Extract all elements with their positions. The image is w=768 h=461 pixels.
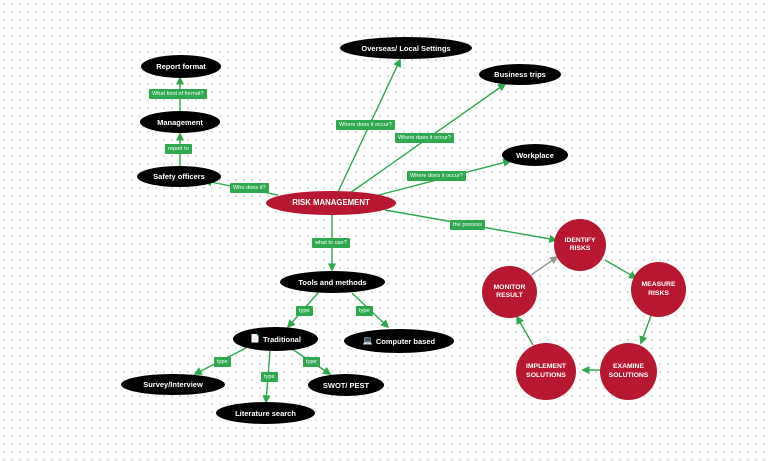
swot-pest-node[interactable]: SWOT/ PEST — [308, 374, 384, 396]
edge-label-type-traditional: type — [296, 306, 313, 317]
safety-officers-node[interactable]: Safety officers — [137, 166, 221, 187]
edge-label-type-literature: type — [261, 372, 278, 383]
edge-label-type-computer: type — [356, 306, 373, 317]
computer-based-node[interactable]: 💻 Computer based — [344, 329, 454, 353]
traditional-label: Traditional — [263, 334, 301, 344]
examine-solutions-node[interactable]: EXAMINE SOLUTIONS — [600, 343, 657, 400]
overseas-node[interactable]: Overseas/ Local Settings — [340, 37, 472, 59]
document-icon: 📄 — [250, 334, 261, 344]
edge-identify-measure — [604, 259, 638, 279]
management-node[interactable]: Management — [140, 111, 220, 133]
measure-risks-node[interactable]: MEASURE RISKS — [631, 262, 686, 317]
edge-label-report-to: report to — [165, 144, 192, 155]
survey-interview-node[interactable]: Survey/Interview — [121, 374, 225, 395]
edge-label-type-swot: type — [303, 357, 320, 368]
computer-based-label: Computer based — [375, 336, 436, 346]
traditional-node[interactable]: 📄 Traditional — [233, 327, 318, 351]
edge-implement-monitor — [516, 315, 534, 346]
edge-measure-examine — [639, 312, 653, 345]
edge-label-where-occur-overseas: Where does it occur? — [336, 120, 395, 131]
edge-label-the-process: the process — [450, 220, 485, 231]
identify-risks-node[interactable]: IDENTIFY RISKS — [554, 219, 606, 271]
edge-monitor-identify — [530, 256, 559, 276]
edge-label-where-occur-business: Where does it occur? — [395, 133, 454, 144]
edge-label-type-survey: type — [214, 357, 231, 368]
edge-label-who-does-it: Who does it? — [230, 183, 269, 194]
implement-solutions-node[interactable]: IMPLEMENT SOLUTIONS — [516, 343, 576, 400]
edge-label-what-to-use: what to use? — [312, 238, 350, 249]
edge-label-where-occur-workplace: Where does it occur? — [407, 171, 466, 182]
monitor-result-node[interactable]: MONITOR RESULT — [482, 266, 537, 318]
workplace-node[interactable]: Workplace — [502, 144, 568, 166]
laptop-icon: 💻 — [362, 336, 373, 346]
risk-management-node[interactable]: RISK MANAGEMENT — [266, 191, 396, 215]
edge-label-what-kind-format: What kind of format? — [149, 89, 207, 100]
tools-methods-node[interactable]: Tools and methods — [280, 271, 385, 293]
report-format-node[interactable]: Report format — [141, 55, 221, 78]
literature-search-node[interactable]: Literature search — [216, 402, 315, 424]
business-trips-node[interactable]: Business trips — [479, 64, 561, 85]
